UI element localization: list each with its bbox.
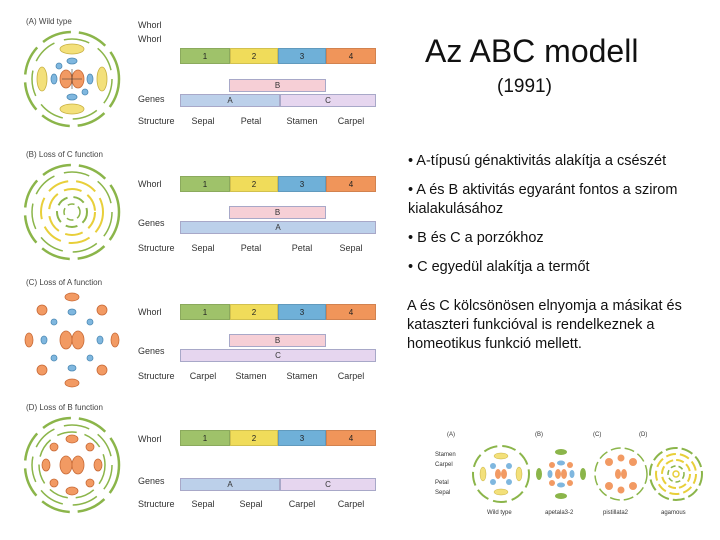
mutant-flower-figure: (A) (B) (C) (D) Stamen Carpel Petal Sepa… [435, 432, 705, 522]
structure-whorl-3: Petal [291, 243, 313, 253]
genes-label: Genes [138, 346, 165, 356]
panel-loss-of-a: (C) Loss of A function Whorl 1 2 3 4 B G… [0, 278, 380, 403]
panel-loss-of-b: (D) Loss of B function Whorl 1 2 3 4 Gen… [0, 403, 380, 528]
structure-whorl-2: Petal [240, 116, 262, 126]
structure-whorl-2: Sepal [239, 499, 263, 509]
panel-wild-type: (A) Wild type Whorl 1 2 3 4 B Genes A C … [0, 17, 380, 142]
structure-whorl-2: Petal [240, 243, 262, 253]
whorl-3: 3 [278, 48, 326, 64]
structure-whorl-2: Stamen [235, 371, 267, 381]
structure-whorl-4: Carpel [337, 371, 365, 381]
gene-c-bar: C [280, 478, 376, 491]
gene-c-bar: C [280, 94, 376, 107]
structure-label: Structure [138, 371, 175, 381]
whorl-2: 2 [230, 304, 278, 320]
panel-loss-of-c: (B) Loss of C function Whorl 1 2 3 4 B G… [0, 150, 380, 275]
gene-c-bar: C [180, 349, 376, 362]
gene-a-bar: A [180, 94, 280, 107]
gene-b-bar: B [229, 206, 326, 219]
panel-title: (B) Loss of C function [26, 150, 103, 159]
gene-b-bar: B [229, 334, 326, 347]
structure-whorl-3: Stamen [286, 371, 318, 381]
panel-title: (D) Loss of B function [26, 403, 103, 412]
whorl-2: 2 [230, 176, 278, 192]
genes-label: Genes [138, 476, 165, 486]
bullet-item: • B és C a porzókhoz [408, 230, 544, 246]
mini-flower-diagrams [472, 445, 703, 503]
whorl-1: 1 [180, 176, 230, 192]
slide-subtitle: (1991) [497, 76, 552, 97]
flower-diagram-loss-of-b [23, 416, 121, 514]
flower-diagram-wild-type [23, 30, 121, 128]
bullet-item: • C egyedül alakítja a termőt [408, 259, 590, 275]
mini-side-label: Stamen [435, 452, 456, 458]
structure-whorl-1: Sepal [191, 116, 215, 126]
mini-panel-label: (B) [535, 432, 543, 438]
whorl-3: 3 [278, 304, 326, 320]
whorl-4: 4 [326, 176, 376, 192]
whorl-label: Whorl [138, 307, 162, 317]
whorl-4: 4 [326, 48, 376, 64]
bullet-item: • A-típusú génaktivitás alakítja a csész… [408, 153, 667, 169]
mini-panel-label: (C) [593, 432, 602, 438]
mini-side-label: Sepal [435, 490, 451, 496]
whorl-label: Whorl [138, 434, 162, 444]
structure-whorl-4: Carpel [337, 116, 365, 126]
structure-whorl-1: Sepal [191, 499, 215, 509]
whorl-label-a: Whorl [138, 34, 162, 44]
explanation-paragraph: A és C kölcsönösen elnyomja a másikat és… [407, 298, 682, 352]
whorl-1: 1 [180, 304, 230, 320]
structure-label: Structure [138, 499, 175, 509]
slide-title: Az ABC modell [425, 33, 639, 69]
flower-diagram-loss-of-c [23, 163, 121, 261]
mini-side-label: Petal [435, 480, 449, 486]
whorl-label: Whorl [138, 179, 162, 189]
gene-b-bar: B [229, 79, 326, 92]
whorl-4: 4 [326, 304, 376, 320]
structure-label: Structure [138, 243, 175, 253]
bullet-list: • A-típusú génaktivitás alakítja a csész… [408, 152, 708, 287]
whorl-2: 2 [230, 48, 278, 64]
structure-whorl-1: Carpel [189, 371, 217, 381]
genes-label: Genes [138, 218, 165, 228]
structure-whorl-4: Sepal [339, 243, 363, 253]
mini-side-label: Carpel [435, 462, 453, 468]
mini-caption: apetala3-2 [545, 510, 574, 516]
whorl-3: 3 [278, 430, 326, 446]
gene-a-bar: A [180, 478, 280, 491]
structure-whorl-4: Carpel [337, 499, 365, 509]
whorl-1: 1 [180, 48, 230, 64]
mini-panel-label: (A) [447, 432, 455, 438]
panel-title: (A) Wild type [26, 17, 72, 26]
bullet-item: • A és B aktivitás egyaránt fontos a szi… [408, 182, 678, 217]
whorl-label: Whorl [138, 20, 162, 30]
mini-caption: pistillata2 [603, 510, 629, 516]
whorl-1: 1 [180, 430, 230, 446]
whorl-4: 4 [326, 430, 376, 446]
structure-whorl-3: Carpel [288, 499, 316, 509]
genes-label: Genes [138, 94, 165, 104]
structure-label: Structure [138, 116, 175, 126]
structure-whorl-3: Stamen [286, 116, 318, 126]
mini-caption: Wild type [487, 510, 512, 516]
mini-panel-label: (D) [639, 432, 648, 438]
whorl-2: 2 [230, 430, 278, 446]
panel-title: (C) Loss of A function [26, 278, 103, 287]
flower-diagram-loss-of-a [24, 292, 120, 388]
structure-whorl-1: Sepal [191, 243, 215, 253]
gene-a-bar: A [180, 221, 376, 234]
whorl-3: 3 [278, 176, 326, 192]
mini-caption: agamous [661, 510, 686, 516]
